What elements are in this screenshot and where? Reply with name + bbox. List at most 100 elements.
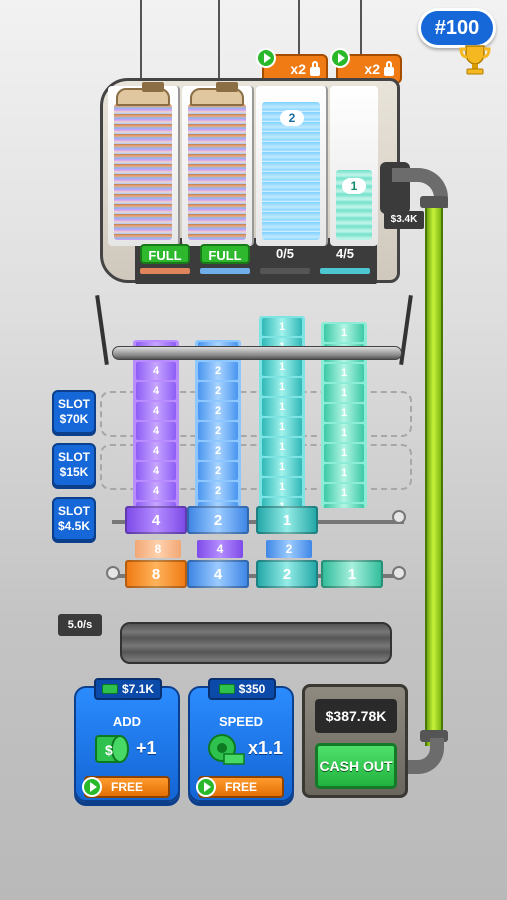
bill: 2 [198,462,238,480]
add-upgrade-card[interactable]: $7.1K ADD $ +1 FREE [74,678,180,802]
bill: 1 [262,458,302,476]
bill: 1 [262,438,302,456]
roller-knob [106,566,120,580]
bay-status-2: FULL [200,244,250,264]
cash-stack [114,104,172,240]
bill: 1 [324,384,364,402]
cash-out-machine: $387.78K CASH OUT [302,684,408,798]
lock-icon [310,60,320,76]
pipe-joint [420,196,448,208]
bill-column-purple: 444444444 [133,340,179,508]
speed-bonus: x1.1 [248,738,284,758]
cash-roll-icon: $ [95,735,129,763]
rank-badge[interactable]: #100 [418,8,498,78]
bill: 1 [324,484,364,502]
lock-icon [384,60,394,76]
bill: 4 [136,422,176,440]
pipe-elbow [402,738,444,774]
bay-status-1: FULL [140,244,190,264]
bill: 4 [136,382,176,400]
printed-bill: 2 [256,560,318,588]
slot-label: SLOT [58,397,90,411]
add-free-label: FREE [110,780,143,794]
add-title: ADD [112,714,142,729]
roller-knob [392,510,406,524]
bill: 4 [136,482,176,500]
play-ad-icon [330,48,350,68]
cash-roll-speed-icon [208,734,245,765]
cash-stack [188,104,246,240]
bill: 1 [324,404,364,422]
svg-text:$: $ [105,742,113,758]
stacked-bill: 4 [197,540,243,558]
printed-bill: 8 [125,560,187,588]
hanging-wire [298,0,300,60]
slot-label: SLOT [58,504,90,518]
printed-bill: 1 [321,560,383,588]
speed-free-label: FREE [224,780,257,794]
cash-out-button[interactable]: CASH OUT [315,743,397,789]
print-speed-label: 5.0/s [58,614,102,636]
slot-price: $4.5K [57,519,91,533]
slot-price: $15K [59,465,89,479]
hanger-rod [112,346,402,360]
bill: 2 [198,402,238,420]
printed-bill: 1 [256,506,318,534]
bill: 4 [136,462,176,480]
slot-unlock-button-70k[interactable]: SLOT $70K [52,390,96,434]
bill: 4 [136,442,176,460]
add-free-button[interactable]: FREE [82,776,170,798]
play-ad-icon [256,48,276,68]
slot-unlock-button-4-5k[interactable]: SLOT $4.5K [52,497,96,541]
bill: 1 [324,444,364,462]
bill: 1 [262,318,302,336]
storage-bay-3: 2 [256,86,328,246]
bay-indicator [140,268,190,274]
bill: 1 [324,464,364,482]
lamp-icon [116,82,170,106]
speed-price-value: $350 [238,682,266,696]
speed-title: SPEED [218,714,264,729]
storage-bay-1 [108,82,180,246]
slot-price: $70K [59,412,89,426]
printed-bill: 2 [187,506,249,534]
bill-denomination: 1 [342,178,366,194]
speed-free-button[interactable]: FREE [196,776,284,798]
bill: 1 [262,478,302,496]
bill: 2 [198,362,238,380]
add-bonus: +1 [136,738,157,758]
income-rate-label: $3.4K [384,211,424,229]
bill: 2 [198,482,238,500]
bill: 1 [262,358,302,376]
bay-indicator [200,268,250,274]
conveyor-belt [120,622,392,664]
hanging-wire [360,0,362,60]
money-pipe [425,206,443,746]
bay-indicator [260,268,310,274]
bill: 1 [324,424,364,442]
add-price-value: $7.1K [121,682,155,696]
bill: 2 [198,422,238,440]
play-ad-icon [82,777,102,797]
bay-status-4: 4/5 [335,246,355,261]
x2-label: x2 [364,61,380,77]
printed-bill: 4 [125,506,187,534]
bill: 2 [198,382,238,400]
slot-label: SLOT [58,450,90,464]
stacked-bill: 8 [135,540,181,558]
bay-indicator [320,268,370,274]
bill: 1 [324,324,364,342]
speed-upgrade-card[interactable]: $350 SPEED x1.1 FREE [188,678,294,802]
play-ad-icon [196,777,216,797]
slot-unlock-button-15k[interactable]: SLOT $15K [52,443,96,487]
bill: 2 [198,442,238,460]
storage-bay-2 [182,82,254,246]
bill: 1 [324,364,364,382]
hanging-wire [218,0,220,86]
storage-bay-4: 1 [330,86,378,246]
speed-price: $350 [208,678,276,700]
bill: 1 [262,418,302,436]
slot-guide [100,391,412,437]
printed-bill: 4 [187,560,249,588]
